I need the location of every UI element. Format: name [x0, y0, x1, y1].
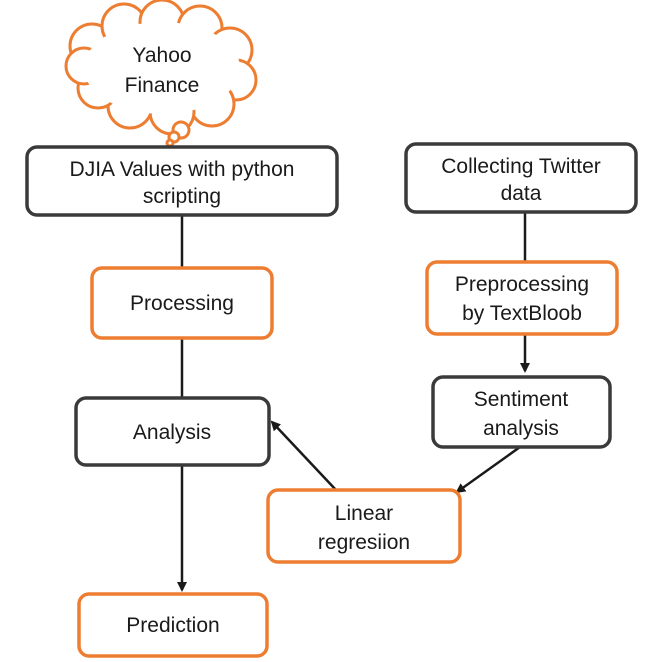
- collecting-twitter-node: Collecting Twitter data: [404, 142, 638, 214]
- yahoo-finance-cloud: Yahoo Finance: [64, 0, 258, 148]
- processing-label: Processing: [130, 292, 234, 315]
- processing-node: Processing: [90, 266, 274, 340]
- cloud-line-2: Finance: [125, 74, 200, 97]
- preprocessing-line-1: Preprocessing: [455, 273, 589, 296]
- preprocessing-node: Preprocessing by TextBloob: [425, 260, 619, 336]
- linear-line-2: regresiion: [318, 531, 410, 554]
- twitter-line-1: Collecting Twitter: [441, 155, 601, 178]
- twitter-line-2: data: [501, 182, 542, 205]
- linear-regression-node: Linear regresiion: [266, 488, 462, 564]
- prediction-label: Prediction: [126, 614, 219, 637]
- djia-line-1: DJIA Values with python: [70, 158, 295, 181]
- cloud-line-1: Yahoo: [132, 44, 191, 67]
- analysis-label: Analysis: [133, 421, 211, 444]
- sentiment-analysis-node: Sentiment analysis: [431, 375, 612, 449]
- preprocessing-line-2: by TextBloob: [462, 302, 582, 325]
- djia-values-node: DJIA Values with python scripting: [25, 145, 339, 217]
- linear-line-1: Linear: [335, 502, 393, 525]
- sentiment-line-2: analysis: [483, 417, 559, 440]
- arrow-sentiment-linear: [455, 445, 521, 494]
- analysis-node: Analysis: [74, 396, 271, 467]
- arrow-linear-analysis: [270, 420, 337, 491]
- djia-line-2: scripting: [143, 185, 221, 208]
- prediction-node: Prediction: [77, 592, 269, 658]
- sentiment-line-1: Sentiment: [474, 388, 569, 411]
